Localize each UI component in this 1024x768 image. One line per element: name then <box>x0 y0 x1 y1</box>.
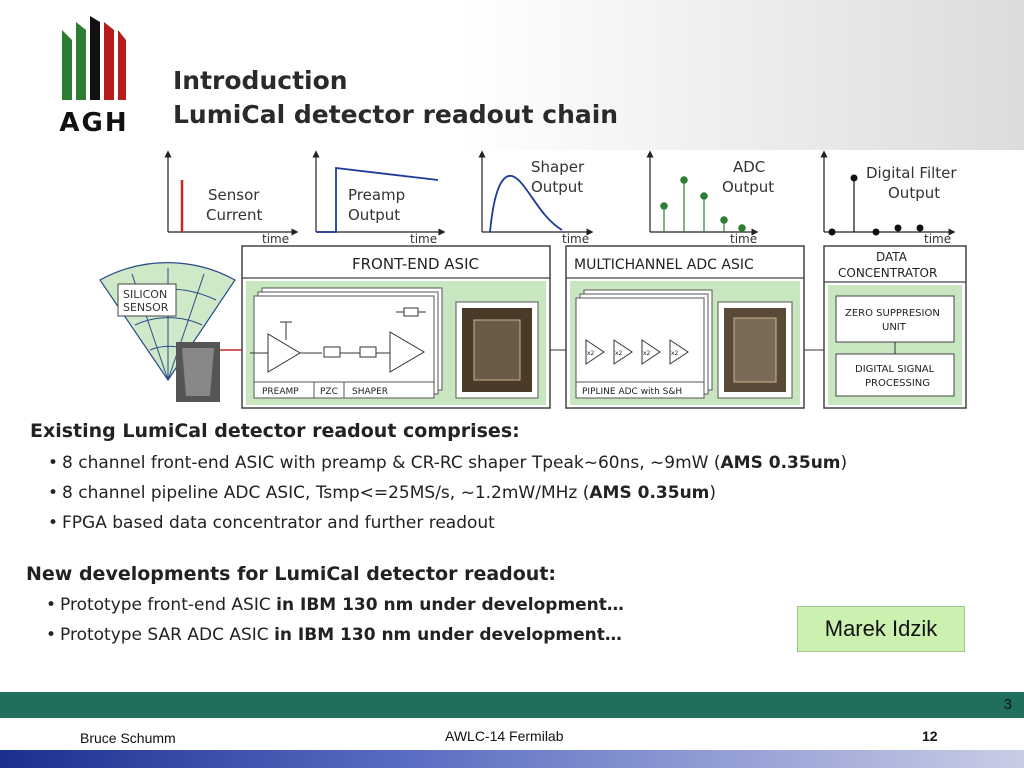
bullet-dot: • <box>48 483 59 503</box>
graph3-label-1: Shaper <box>531 158 585 176</box>
graph-sensor-current: Sensor Current time <box>164 150 299 246</box>
logo-bar-red-2 <box>118 30 126 100</box>
graph2-axis: time <box>410 232 437 246</box>
slide-title: Introduction <box>173 66 348 95</box>
graph5-axis: time <box>924 232 951 246</box>
footer-page-number: 12 <box>922 728 938 744</box>
existing-bullet-2: •8 channel pipeline ADC ASIC, Tsmp<=25MS… <box>48 483 716 503</box>
bullet-dot: • <box>48 453 59 473</box>
frontend-label-shaper: SHAPER <box>352 387 388 397</box>
graph-preamp-output: Preamp Output time <box>312 150 446 246</box>
newdev-bullet-1-bold: in IBM 130 nm under development… <box>276 595 624 615</box>
newdev-bullet-2-bold: in IBM 130 nm under development… <box>274 625 622 645</box>
dc-title-2: CONCENTRATOR <box>838 266 937 280</box>
author-note: Marek Idzik <box>797 606 965 652</box>
readout-chain-diagram: Sensor Current time Preamp Output time S… <box>99 150 967 409</box>
graph4-label-2: Output <box>722 178 774 196</box>
bullet-dot: • <box>46 595 57 615</box>
slide-subtitle: LumiCal detector readout chain <box>173 100 619 129</box>
newdev-bullet-2: •Prototype SAR ADC ASIC in IBM 130 nm un… <box>46 625 622 645</box>
dc-title-1: DATA <box>876 250 908 264</box>
logo-bar-red-1 <box>104 22 114 100</box>
existing-bullet-1-text: 8 channel front-end ASIC with preamp & C… <box>62 453 721 473</box>
existing-bullet-2-end: ) <box>709 483 717 503</box>
graph4-axis: time <box>730 232 757 246</box>
existing-bullet-2-bold: AMS 0.35um <box>589 483 710 503</box>
sensor-label-1: SILICON <box>123 288 167 301</box>
dc-box2-line2: PROCESSING <box>865 378 930 389</box>
graph1-axis: time <box>262 232 289 246</box>
graph2-label-2: Output <box>348 206 400 224</box>
header-band: AGH Introduction LumiCal detector readou… <box>0 0 1024 150</box>
graph1-label-2: Current <box>206 206 262 224</box>
sensor-label-2: SENSOR <box>123 301 169 314</box>
graph1-label-1: Sensor <box>208 186 260 204</box>
existing-bullet-1-bold: AMS 0.35um <box>720 453 841 473</box>
graph-digital-filter-output: Digital Filter Output time <box>820 150 957 246</box>
graph3-label-2: Output <box>531 178 583 196</box>
newdev-heading: New developments for LumiCal detector re… <box>26 563 557 585</box>
inner-slide-number: 3 <box>1003 696 1012 713</box>
newdev-bullet-1: •Prototype front-end ASIC in IBM 130 nm … <box>46 595 624 615</box>
bullet-dot: • <box>48 513 59 533</box>
graph3-axis: time <box>562 232 589 246</box>
existing-bullet-3-text: FPGA based data concentrator and further… <box>62 513 495 533</box>
logo-bar-green-1 <box>62 30 72 100</box>
graph5-label-1: Digital Filter <box>866 164 957 182</box>
logo-bar-green-2 <box>76 22 86 100</box>
logo-text: AGH <box>59 108 129 138</box>
existing-bullet-2-text: 8 channel pipeline ADC ASIC, Tsmp<=25MS/… <box>62 483 590 503</box>
logo-bar-black-1 <box>90 16 100 100</box>
adc-asic-block: MULTICHANNEL ADC ASIC x2 x2 x2 x2 PIPLIN… <box>550 245 805 409</box>
frontend-label-preamp: PREAMP <box>262 387 299 397</box>
existing-bullet-1: •8 channel front-end ASIC with preamp & … <box>48 453 847 473</box>
dc-box1-line2: UNIT <box>882 322 907 333</box>
graph2-label-1: Preamp <box>348 186 405 204</box>
adc-stage-label-2: x2 <box>615 350 623 357</box>
data-concentrator-block: DATA CONCENTRATOR ZERO SUPPRESION UNIT D… <box>804 245 967 409</box>
newdev-bullet-1-text: Prototype front-end ASIC <box>60 595 277 615</box>
adc-caption: PIPLINE ADC with S&H <box>582 387 682 397</box>
existing-heading: Existing LumiCal detector readout compri… <box>30 420 520 442</box>
footer-green-band <box>0 692 1024 718</box>
agh-logo <box>62 16 126 100</box>
graph4-label-1: ADC <box>733 158 765 176</box>
dc-box2-line1: DIGITAL SIGNAL <box>855 364 935 375</box>
frontend-label-pzc: PZC <box>320 387 338 397</box>
adc-stage-label-4: x2 <box>671 350 679 357</box>
frontend-title: FRONT-END ASIC <box>352 255 479 273</box>
graph5-label-2: Output <box>888 184 940 202</box>
bullet-dot: • <box>46 625 57 645</box>
silicon-sensor: SILICON SENSOR <box>99 262 250 402</box>
newdev-bullet-2-text: Prototype SAR ADC ASIC <box>60 625 275 645</box>
dc-box1-line1: ZERO SUPPRESION <box>845 308 940 319</box>
graph-shaper-output: Shaper Output time <box>478 150 594 246</box>
frontend-asic-block: FRONT-END ASIC PREAMP PZC SHAPER <box>241 245 551 409</box>
footer-presenter: Bruce Schumm <box>80 730 176 746</box>
existing-bullet-1-end: ) <box>840 453 848 473</box>
adc-stage-label-3: x2 <box>643 350 651 357</box>
adc-title: MULTICHANNEL ADC ASIC <box>574 257 754 273</box>
footer-blue-bar <box>0 750 1024 768</box>
footer-conference: AWLC-14 Fermilab <box>445 728 564 744</box>
graph-adc-output: ADC Output time <box>646 150 774 246</box>
existing-bullet-3: •FPGA based data concentrator and furthe… <box>48 513 495 533</box>
adc-stage-label-1: x2 <box>587 350 595 357</box>
